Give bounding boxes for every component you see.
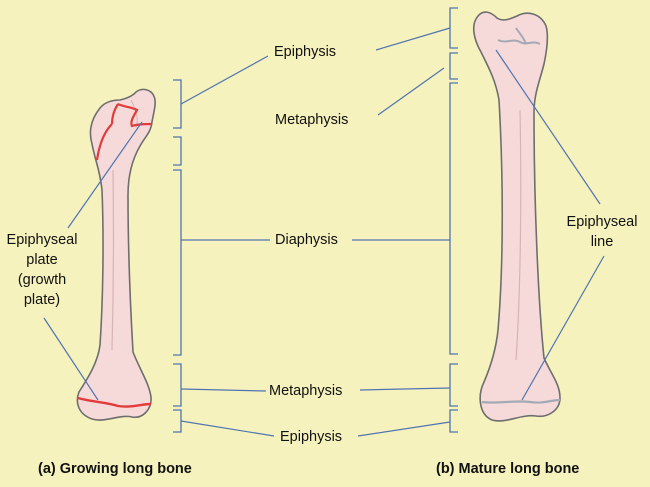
leader-metaphysis-top-right (377, 67, 445, 116)
bracket-left-metaphysis-bottom (173, 363, 182, 407)
bracket-left-metaphysis-top (173, 136, 182, 166)
left-brackets (173, 79, 182, 433)
bracket-right-metaphysis-bottom (449, 363, 458, 407)
growing-bone (76, 88, 156, 421)
leader-line-bottom (521, 255, 605, 401)
epiphyseal-line-line-1: Epiphyseal (566, 214, 638, 230)
growing-bone-shaft-shade (111, 169, 115, 351)
right-brackets (449, 7, 458, 433)
epiphyseal-plate-line-2: plate (26, 252, 58, 268)
bracket-right-epiphysis-bottom (449, 409, 458, 433)
growth-plate-bottom (77, 396, 152, 408)
mature-bone-shaft-shade (515, 109, 522, 361)
leader-metaphysis-bottom-right (359, 387, 451, 391)
label-epiphyseal-line: Epiphyseal line (557, 212, 647, 252)
epiphyseal-line-top (497, 27, 541, 45)
growing-bone-shape (76, 88, 156, 421)
epiphyseal-plate-line-3: (growth (17, 272, 67, 288)
mature-bone (472, 11, 561, 422)
caption-growing-bone: (a) Growing long bone (38, 461, 192, 477)
epiphyseal-plate-line-4: plate) (23, 292, 61, 308)
epiphyseal-plate-line-1: Epiphyseal (6, 232, 78, 248)
leader-metaphysis-bottom-left (180, 388, 267, 392)
label-metaphysis-bottom: Metaphysis (269, 383, 343, 399)
epiphyseal-line-line-2: line (590, 234, 614, 250)
epiphyseal-line-bottom (481, 398, 561, 404)
bracket-left-diaphysis (173, 169, 182, 356)
leader-plate-top (67, 121, 143, 229)
leader-line-top (495, 49, 601, 205)
leader-epiphysis-top-left (180, 55, 269, 105)
bracket-right-epiphysis-top (449, 7, 458, 49)
mature-bone-shape (472, 11, 561, 422)
leader-lines (43, 27, 605, 437)
label-epiphysis-bottom: Epiphysis (280, 429, 343, 445)
leader-epiphysis-top-right (375, 27, 451, 51)
label-epiphyseal-plate: Epiphyseal plate (growth plate) (0, 230, 84, 310)
leader-plate-bottom (43, 317, 99, 401)
label-metaphysis-top: Metaphysis (275, 112, 349, 128)
bracket-left-epiphysis-top (173, 79, 182, 129)
bracket-right-diaphysis (449, 82, 458, 355)
leader-epiphysis-bottom-right (357, 421, 451, 437)
label-epiphysis-top: Epiphysis (274, 44, 337, 60)
caption-mature-bone: (b) Mature long bone (436, 461, 580, 477)
label-diaphysis: Diaphysis (275, 232, 338, 248)
growth-plate-top (95, 102, 153, 161)
bracket-right-metaphysis-top (449, 52, 458, 80)
bracket-left-epiphysis-bottom (173, 409, 182, 433)
leader-epiphysis-bottom-left (180, 420, 275, 437)
